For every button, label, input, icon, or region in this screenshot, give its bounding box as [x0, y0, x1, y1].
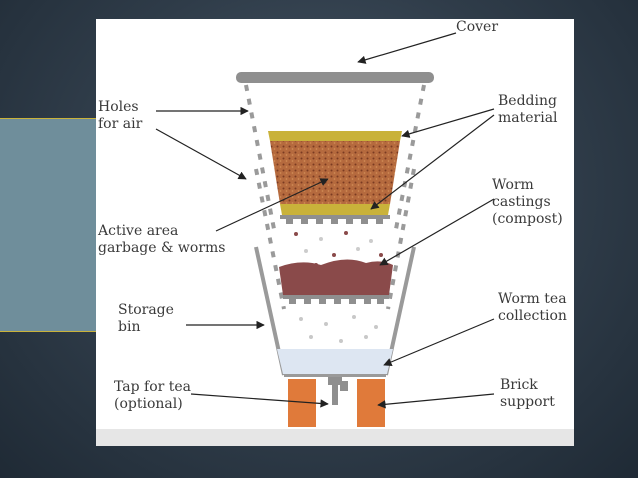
arrow-worm-tea	[383, 318, 495, 366]
arrow-castings	[379, 198, 495, 266]
cover-lid	[236, 72, 434, 83]
top-bin-left-wall	[244, 84, 276, 230]
top-bin-right-wall	[394, 84, 426, 230]
tea-drips	[299, 315, 378, 343]
vermicompost-diagram	[96, 32, 574, 446]
arrow-tap	[190, 393, 329, 408]
label-brick-support: Brick support	[500, 377, 555, 410]
ground	[96, 429, 574, 446]
label-active-area: Active area garbage & worms	[98, 223, 226, 256]
diagram-card: Cover Holes for air Bedding material Wor…	[96, 19, 574, 446]
middle-bin-right-wall	[386, 168, 416, 310]
label-tap-for-tea: Tap for tea (optional)	[114, 379, 192, 412]
brick-right	[357, 379, 385, 427]
arrow-bedding-1	[401, 108, 495, 138]
label-bedding-material: Bedding material	[498, 93, 558, 126]
arrow-active	[215, 178, 329, 232]
arrow-bedding-2	[370, 114, 495, 210]
label-arrows	[155, 32, 495, 409]
label-holes-for-air: Holes for air	[98, 99, 143, 132]
label-storage-bin: Storage bin	[118, 302, 174, 335]
worm-tea-liquid	[277, 349, 393, 374]
compost-layer	[279, 259, 393, 295]
top-bin-perforated-floor	[280, 215, 390, 224]
label-worm-castings: Worm castings (compost)	[492, 177, 563, 227]
bedding-layer-bottom	[280, 204, 390, 215]
middle-bin-perforated-floor	[283, 295, 389, 304]
arrow-cover	[357, 32, 457, 64]
label-cover: Cover	[456, 19, 499, 35]
active-garbage-layer	[270, 141, 400, 204]
bedding-layer-top	[268, 131, 402, 141]
side-accent-panel	[0, 118, 98, 332]
label-worm-tea-collection: Worm tea collection	[498, 291, 567, 324]
arrow-holes-2	[155, 128, 247, 180]
tea-tap	[328, 377, 348, 405]
arrow-brick	[377, 393, 495, 409]
middle-bin-left-wall	[254, 168, 286, 310]
